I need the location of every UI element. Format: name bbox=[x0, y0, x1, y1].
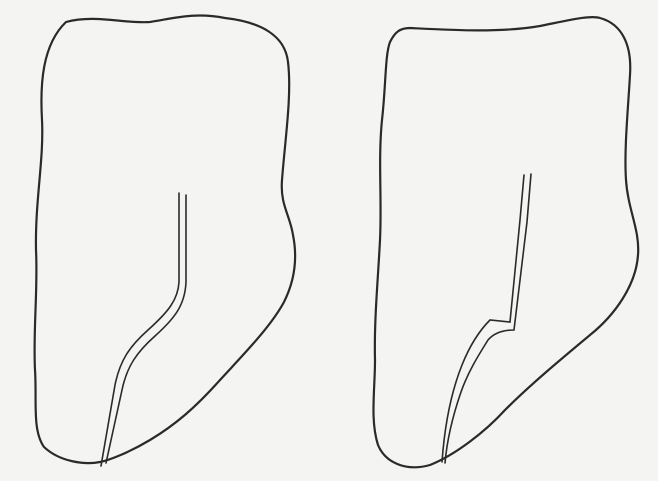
paper-background bbox=[0, 0, 658, 481]
diagram-canvas bbox=[0, 0, 658, 481]
diagram-svg bbox=[0, 0, 658, 481]
